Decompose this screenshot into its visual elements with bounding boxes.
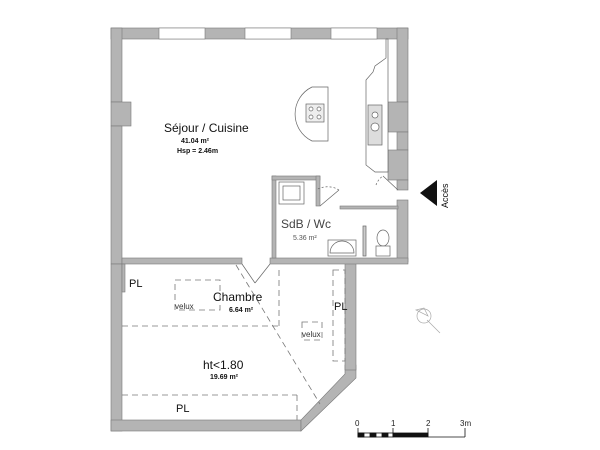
room-name-attic: ht<1.80: [203, 358, 244, 372]
scale-bar: [357, 428, 466, 438]
room-area-sdb: 5.36 m²: [293, 235, 317, 242]
bathroom-fixtures: [278, 181, 391, 257]
velux-label-left: velux: [175, 302, 194, 311]
access-label: Accès: [440, 183, 450, 208]
room-name-sejour: Séjour / Cuisine: [164, 121, 249, 135]
room-area-chambre: 6.64 m²: [229, 307, 254, 314]
windows: [158, 27, 378, 40]
room-height-sejour: Hsp = 2.46m: [177, 148, 219, 155]
room-name-chambre: Chambre: [213, 290, 263, 304]
scale-tick-1: 1: [391, 419, 396, 428]
access-arrow-icon: [420, 180, 437, 206]
room-area-attic: 19.69 m²: [210, 374, 239, 381]
kitchen-counter: [365, 38, 389, 173]
walls: [110, 27, 409, 432]
velux-label-right: velux: [302, 330, 321, 339]
kitchen-island: [294, 86, 329, 142]
pl-label-right: PL: [334, 301, 348, 313]
compass-icon: [414, 307, 441, 334]
room-name-sdb: SdB / Wc: [281, 217, 332, 231]
scale-tick-2: 2: [426, 419, 431, 428]
doors: [241, 175, 399, 284]
pl-label-bottom: PL: [176, 403, 190, 415]
scale-tick-3m: 3m: [460, 419, 472, 428]
room-area-sejour: 41.04 m²: [181, 138, 210, 145]
dashed-lines: [122, 264, 346, 420]
pl-label-top-left: PL: [129, 278, 143, 290]
scale-tick-0: 0: [355, 419, 360, 428]
